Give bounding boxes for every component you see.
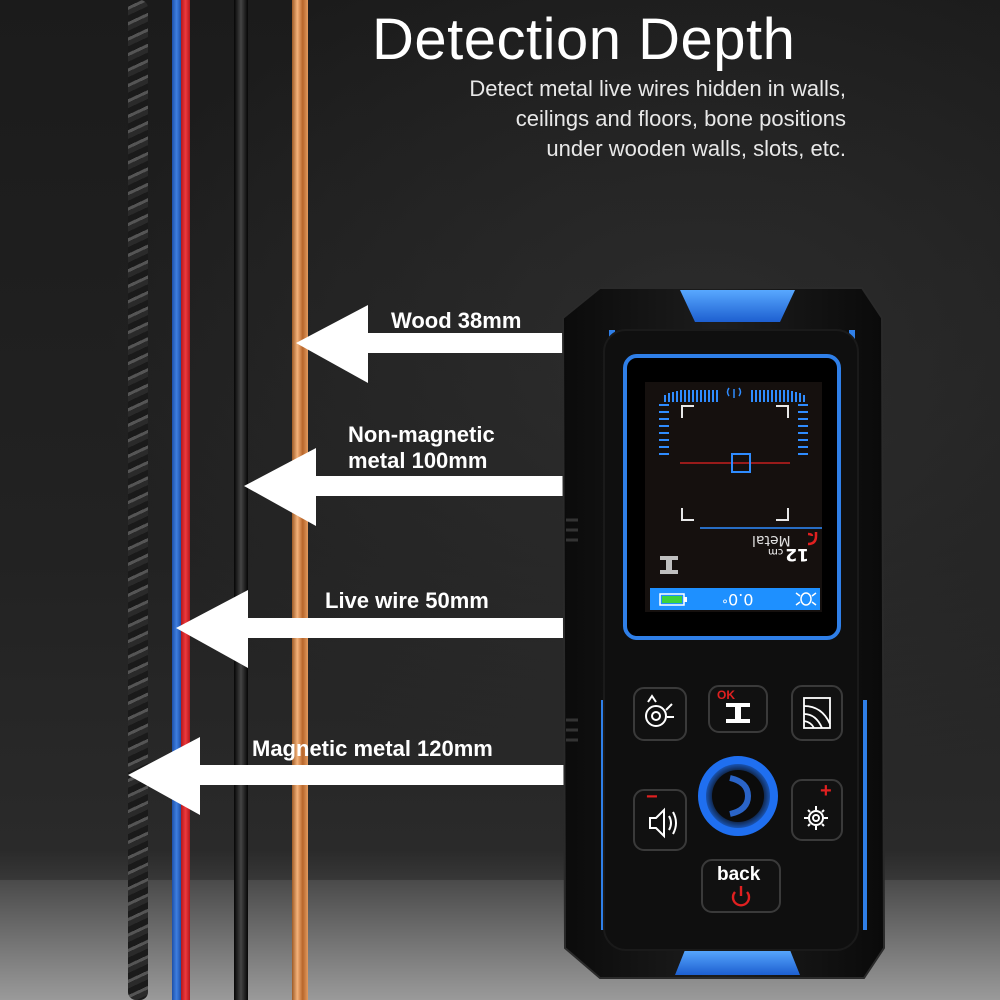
speaker-icon [649, 807, 677, 839]
metal-detect-button[interactable] [633, 687, 687, 741]
power-icon [731, 886, 751, 907]
ibeam-ok-button[interactable] [708, 685, 768, 733]
magnetic-depth-label: Magnetic metal 120mm [252, 736, 493, 761]
settings-plus-button[interactable] [791, 779, 843, 841]
rebar-wire [128, 0, 148, 1000]
blue-wire [172, 0, 181, 1000]
gear-icon [804, 806, 828, 830]
volume-minus-button[interactable] [633, 789, 687, 851]
subtitle-line: ceilings and floors, bone positions [515, 106, 846, 131]
subtitle-line: under wooden walls, slots, etc. [546, 136, 846, 161]
live-wire-arrow [176, 590, 566, 668]
page-subtitle: Detect metal live wires hidden in walls,… [366, 74, 846, 164]
nonmagnetic-arrow [244, 448, 564, 526]
signal-bars [659, 390, 808, 455]
subtitle-line: Detect metal live wires hidden in walls, [469, 76, 846, 101]
nonmagnetic-label-line: metal 100mm [348, 448, 488, 473]
ibeam-screen-icon [660, 556, 678, 574]
wood-mode-button[interactable] [791, 685, 843, 741]
center-detect-button[interactable] [698, 756, 778, 836]
target-box [731, 453, 751, 473]
plus-label: + [820, 780, 832, 802]
magnetic-arrow [128, 737, 566, 815]
back-label: back [717, 864, 761, 885]
page-title: Detection Depth [372, 7, 796, 72]
target-frame [681, 405, 789, 521]
nonmagnetic-label-line: Non-magnetic [348, 422, 495, 447]
red-wire [181, 0, 190, 1000]
back-power-button[interactable] [701, 859, 781, 913]
wood-arrow [296, 305, 566, 383]
signal-icon [726, 387, 742, 398]
bug-icon [795, 592, 817, 606]
ok-label: OK [717, 688, 735, 702]
black-wire [234, 0, 248, 1000]
ibeam-icon [726, 703, 750, 723]
wood-depth-label: Wood 38mm [391, 308, 522, 333]
minus-label: − [646, 786, 658, 808]
live-wire-depth-label: Live wire 50mm [325, 588, 489, 613]
magnet-icon [807, 532, 818, 546]
metal-detect-icon [645, 694, 674, 727]
wood-icon [803, 697, 831, 729]
nonmagnetic-depth-label: Non-magnetic metal 100mm [348, 422, 495, 474]
battery-icon [659, 593, 687, 606]
status-bar [650, 588, 820, 610]
